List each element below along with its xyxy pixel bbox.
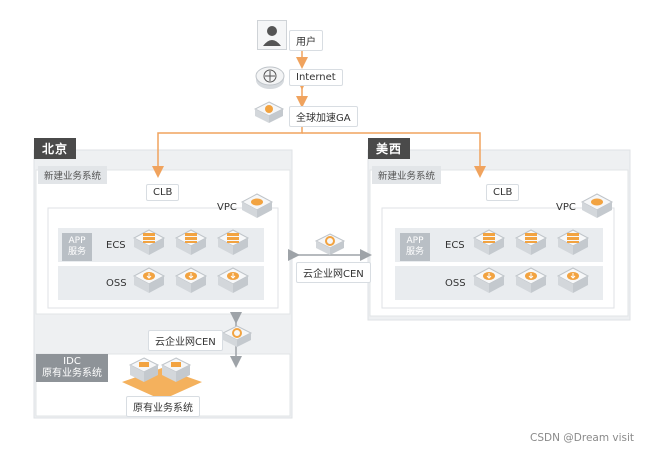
watermark: CSDN @Dream visit xyxy=(530,432,635,444)
beijing-region-tab: 北京 xyxy=(34,138,77,159)
cen-middle-node xyxy=(314,232,346,262)
cen-lower-label: 云企业网CEN xyxy=(148,330,223,351)
ga-to-beijing-arrow xyxy=(152,122,303,178)
oss-storage-icon xyxy=(174,267,208,293)
ga-node xyxy=(253,100,285,130)
oss-storage-icon xyxy=(514,267,548,293)
oss-instance xyxy=(216,266,250,300)
user-label: 用户 xyxy=(289,30,323,51)
idc-title: IDC xyxy=(63,356,81,367)
ecs-server-icon xyxy=(514,229,548,255)
ga-to-uswest-arrow xyxy=(302,132,486,178)
app-label: APP 服务 xyxy=(405,236,424,257)
uswest-app-service: APP 服务 xyxy=(400,233,430,261)
cen-icon xyxy=(314,233,346,255)
ecs-instance xyxy=(132,228,166,262)
ecs-server-icon xyxy=(132,229,166,255)
app-label: APP 服务 xyxy=(67,236,86,257)
oss-instance xyxy=(556,266,590,300)
uswest-vpc-cube xyxy=(580,192,614,224)
oss-instance xyxy=(514,266,548,300)
vpc-cloud-icon xyxy=(580,193,614,218)
ecs-server-icon xyxy=(216,229,250,255)
uswest-region-tab: 美西 xyxy=(368,138,411,159)
oss-storage-icon xyxy=(556,267,590,293)
internet-label: Internet xyxy=(289,69,343,86)
uswest-system-label: 新建业务系统 xyxy=(372,166,442,184)
oss-storage-icon xyxy=(132,267,166,293)
cen-lower-node xyxy=(221,324,253,354)
beijing-ecs-label: ECS xyxy=(106,240,126,251)
idc-servers xyxy=(120,356,204,406)
user-avatar xyxy=(257,20,287,50)
ga-label: 全球加速GA xyxy=(289,106,358,127)
cen-middle-label: 云企业网CEN xyxy=(296,262,371,283)
vpc-cloud-icon xyxy=(240,193,274,218)
oss-storage-icon xyxy=(472,267,506,293)
ecs-instance xyxy=(174,228,208,262)
uswest-ecs-label: ECS xyxy=(445,240,465,251)
oss-instance xyxy=(132,266,166,300)
ecs-server-icon xyxy=(472,229,506,255)
beijing-app-service: APP 服务 xyxy=(62,233,92,261)
oss-instance xyxy=(472,266,506,300)
uswest-oss-label: OSS xyxy=(445,278,466,289)
ga-icon xyxy=(253,101,285,123)
beijing-vpc-cube xyxy=(240,192,274,224)
uswest-clb-label: CLB xyxy=(486,184,520,201)
router-icon xyxy=(255,66,285,89)
user-icon xyxy=(263,26,281,46)
ecs-instance xyxy=(514,228,548,262)
ecs-instance xyxy=(472,228,506,262)
idc-subtitle: 原有业务系统 xyxy=(42,368,102,379)
internet-node xyxy=(255,63,285,95)
idc-caption: 原有业务系统 xyxy=(126,396,200,417)
server-stack-icon xyxy=(122,357,202,400)
beijing-clb-label: CLB xyxy=(146,184,180,201)
oss-instance xyxy=(174,266,208,300)
beijing-oss-label: OSS xyxy=(106,278,127,289)
oss-storage-icon xyxy=(216,267,250,293)
beijing-vpc-label: VPC xyxy=(217,202,237,213)
ecs-server-icon xyxy=(174,229,208,255)
ecs-instance xyxy=(216,228,250,262)
cen-icon xyxy=(221,325,253,347)
beijing-system-label: 新建业务系统 xyxy=(38,166,108,184)
uswest-vpc-label: VPC xyxy=(556,202,576,213)
ecs-instance xyxy=(556,228,590,262)
idc-title-box: IDC 原有业务系统 xyxy=(36,354,108,382)
ecs-server-icon xyxy=(556,229,590,255)
